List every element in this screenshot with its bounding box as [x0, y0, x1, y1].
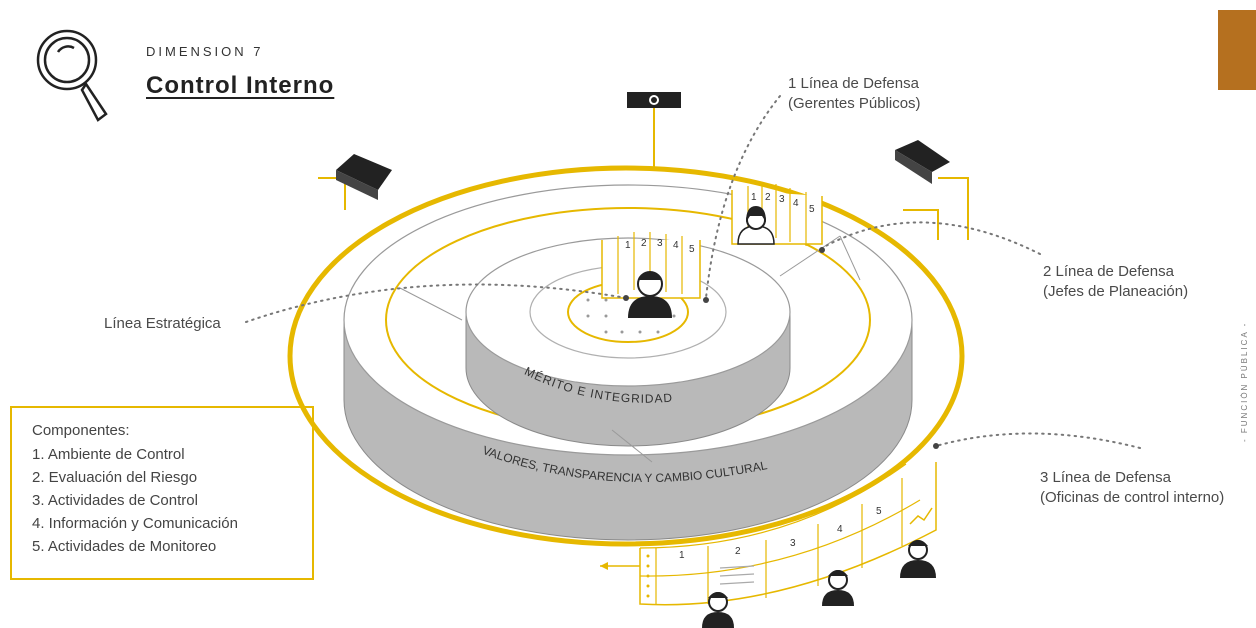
callout-defense-3-sub: (Oficinas de control interno) [1040, 489, 1225, 506]
components-item: 1. Ambiente de Control [32, 446, 185, 463]
callout-defense-2: 2 Línea de Defensa (Jefes de Planeación) [1043, 262, 1188, 302]
panel-num: 4 [837, 524, 843, 535]
person-icon [737, 206, 775, 245]
callout-defense-2-sub: (Jefes de Planeación) [1043, 283, 1189, 300]
callout-leaders [245, 95, 1141, 449]
panel-num: 2 [735, 546, 741, 557]
panel-num: 2 [765, 192, 771, 203]
callout-defense-3-title: 3 Línea de Defensa [1040, 469, 1171, 486]
callout-defense-2-title: 2 Línea de Defensa [1043, 263, 1174, 280]
callout-defense-1: 1 Línea de Defensa (Gerentes Públicos) [788, 74, 921, 114]
panel-num: 3 [790, 538, 796, 549]
callout-defense-1-sub: (Gerentes Públicos) [788, 95, 921, 112]
components-item: 2. Evaluación del Riesgo [32, 469, 198, 486]
panel-num: 4 [673, 240, 679, 251]
callout-defense-1-title: 1 Línea de Defensa [788, 75, 919, 92]
components-item: 5. Actividades de Monitoreo [32, 538, 217, 555]
brand-tab [1218, 10, 1256, 90]
camera-icon [627, 92, 681, 108]
page-title: Control Interno [146, 72, 335, 99]
panel-num: 5 [809, 204, 815, 215]
magnifier-icon [36, 29, 108, 122]
person-icon [702, 592, 734, 628]
components-box: Componentes: 1. Ambiente de Control 2. E… [10, 406, 314, 580]
projector-icon [336, 140, 950, 200]
panel-num: 1 [625, 240, 631, 251]
components-item: 4. Información y Comunicación [32, 515, 238, 532]
person-icon [822, 570, 854, 606]
chart-icon [909, 507, 933, 525]
panel-num: 5 [689, 244, 695, 255]
header-kicker: DIMENSION 7 [146, 44, 264, 59]
panel-num: 2 [641, 238, 647, 249]
callout-anchor-dots [623, 247, 939, 449]
numbered-table-bottom: 1 2 3 4 5 [600, 462, 937, 606]
components-title: Componentes: [32, 422, 130, 439]
panel-num: 3 [779, 194, 785, 205]
components-list: 1. Ambiente de Control 2. Evaluación del… [32, 443, 312, 558]
callout-strategic: Línea Estratégica [104, 315, 221, 332]
person-icon [900, 540, 936, 578]
panel-num: 5 [876, 506, 882, 517]
components-item: 3. Actividades de Control [32, 492, 198, 509]
panel-num: 4 [793, 198, 799, 209]
outer-yellow-ring [287, 165, 965, 547]
panel-num: 1 [679, 550, 685, 561]
callout-defense-3: 3 Línea de Defensa (Oficinas de control … [1040, 468, 1224, 508]
panel-num: 1 [751, 192, 757, 203]
disc-dividers [399, 235, 861, 463]
person-icon [628, 271, 672, 318]
centre-dot-grid [586, 298, 676, 334]
panel-num: 3 [657, 238, 663, 249]
